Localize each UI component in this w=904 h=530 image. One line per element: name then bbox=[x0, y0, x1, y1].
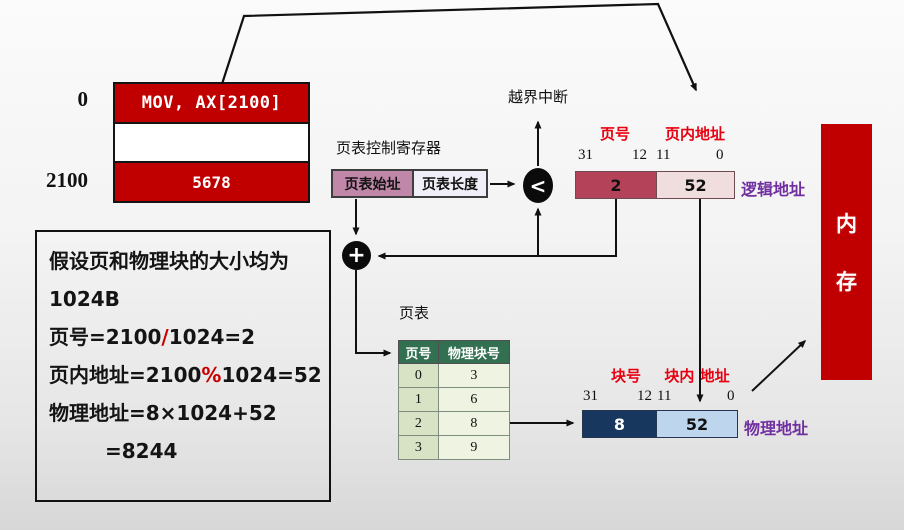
comparator-icon: < bbox=[523, 168, 553, 203]
block-number-label: 块号 bbox=[610, 367, 641, 385]
page-table-length-field: 页表长度 bbox=[412, 171, 486, 196]
page-table-header-row: 页号 物理块号 bbox=[398, 340, 511, 364]
logical-bit-12: 12 bbox=[632, 147, 647, 163]
page-cell-1: 1 bbox=[398, 387, 439, 412]
control-register-title: 页表控制寄存器 bbox=[336, 139, 442, 157]
logical-bit-0: 0 bbox=[716, 147, 724, 163]
program-memory-box: MOV, AX[2100] 5678 bbox=[113, 82, 310, 203]
address-label-zero: 0 bbox=[77, 87, 89, 111]
physical-offset-value: 52 bbox=[656, 411, 737, 437]
physical-address-formula: 物理地址=8×1024+52 bbox=[49, 401, 277, 425]
block-offset-label: 块内 地址 bbox=[664, 367, 730, 385]
calculation-note-box: 假设页和物理块的大小均为 1024B 页号=2100/1024=2 页内地址=2… bbox=[35, 230, 331, 502]
page-table-title: 页表 bbox=[399, 304, 430, 322]
page-offset-label: 页内地址 bbox=[664, 125, 725, 143]
logical-address-label: 逻辑地址 bbox=[741, 180, 806, 199]
logical-offset-value: 52 bbox=[656, 172, 734, 198]
page-table-header-page: 页号 bbox=[398, 340, 439, 364]
logical-address-box: 2 52 bbox=[575, 171, 735, 199]
logical-bit-31: 31 bbox=[578, 147, 593, 163]
page-cell-0: 0 bbox=[398, 363, 439, 388]
block-cell-3: 9 bbox=[437, 435, 511, 460]
page-cell-2: 2 bbox=[398, 411, 439, 436]
data-value-cell: 5678 bbox=[115, 163, 308, 202]
page-number-formula: 页号=2100/1024=2 bbox=[49, 325, 256, 349]
physical-block-value: 8 bbox=[583, 411, 656, 437]
logical-page-value: 2 bbox=[576, 172, 656, 198]
block-cell-1: 6 bbox=[437, 387, 511, 412]
page-table-header-block: 物理块号 bbox=[437, 340, 511, 364]
instruction-cell: MOV, AX[2100] bbox=[115, 84, 308, 122]
out-of-bounds-interrupt-label: 越界中断 bbox=[507, 88, 568, 106]
address-label-2100: 2100 bbox=[46, 168, 88, 192]
page-table-start-field: 页表始址 bbox=[333, 171, 412, 196]
page-number-label: 页号 bbox=[599, 125, 630, 143]
physical-bit-0: 0 bbox=[727, 388, 735, 404]
physical-bit-12: 12 bbox=[637, 388, 652, 404]
logical-bit-11: 11 bbox=[656, 147, 671, 163]
block-cell-2: 8 bbox=[437, 411, 511, 436]
physical-to-memory-arrow bbox=[751, 339, 807, 392]
physical-address-label: 物理地址 bbox=[744, 419, 809, 438]
result-line: =8244 bbox=[105, 439, 178, 463]
memory-char-1: 内 bbox=[836, 212, 857, 236]
adder-to-pagetable-arrow bbox=[355, 270, 392, 357]
physical-bit-31: 31 bbox=[583, 388, 598, 404]
page-offset-formula: 页内地址=2100%1024=52 bbox=[49, 363, 322, 387]
adder-icon: + bbox=[342, 241, 371, 270]
memory-bar: 内 存 bbox=[821, 124, 872, 380]
instruction-to-logical-arrow bbox=[220, 2, 698, 92]
page-cell-3: 3 bbox=[398, 435, 439, 460]
assumption-line-1: 假设页和物理块的大小均为 bbox=[49, 249, 289, 273]
page-table-control-register: 页表始址 页表长度 bbox=[331, 169, 488, 198]
block-cell-0: 3 bbox=[437, 363, 511, 388]
physical-address-box: 8 52 bbox=[582, 410, 738, 438]
empty-cell bbox=[115, 121, 308, 164]
assumption-line-2: 1024B bbox=[49, 287, 120, 311]
memory-char-2: 存 bbox=[836, 270, 857, 294]
physical-bit-11: 11 bbox=[657, 388, 672, 404]
pageno-to-adder-arrow bbox=[377, 199, 617, 260]
